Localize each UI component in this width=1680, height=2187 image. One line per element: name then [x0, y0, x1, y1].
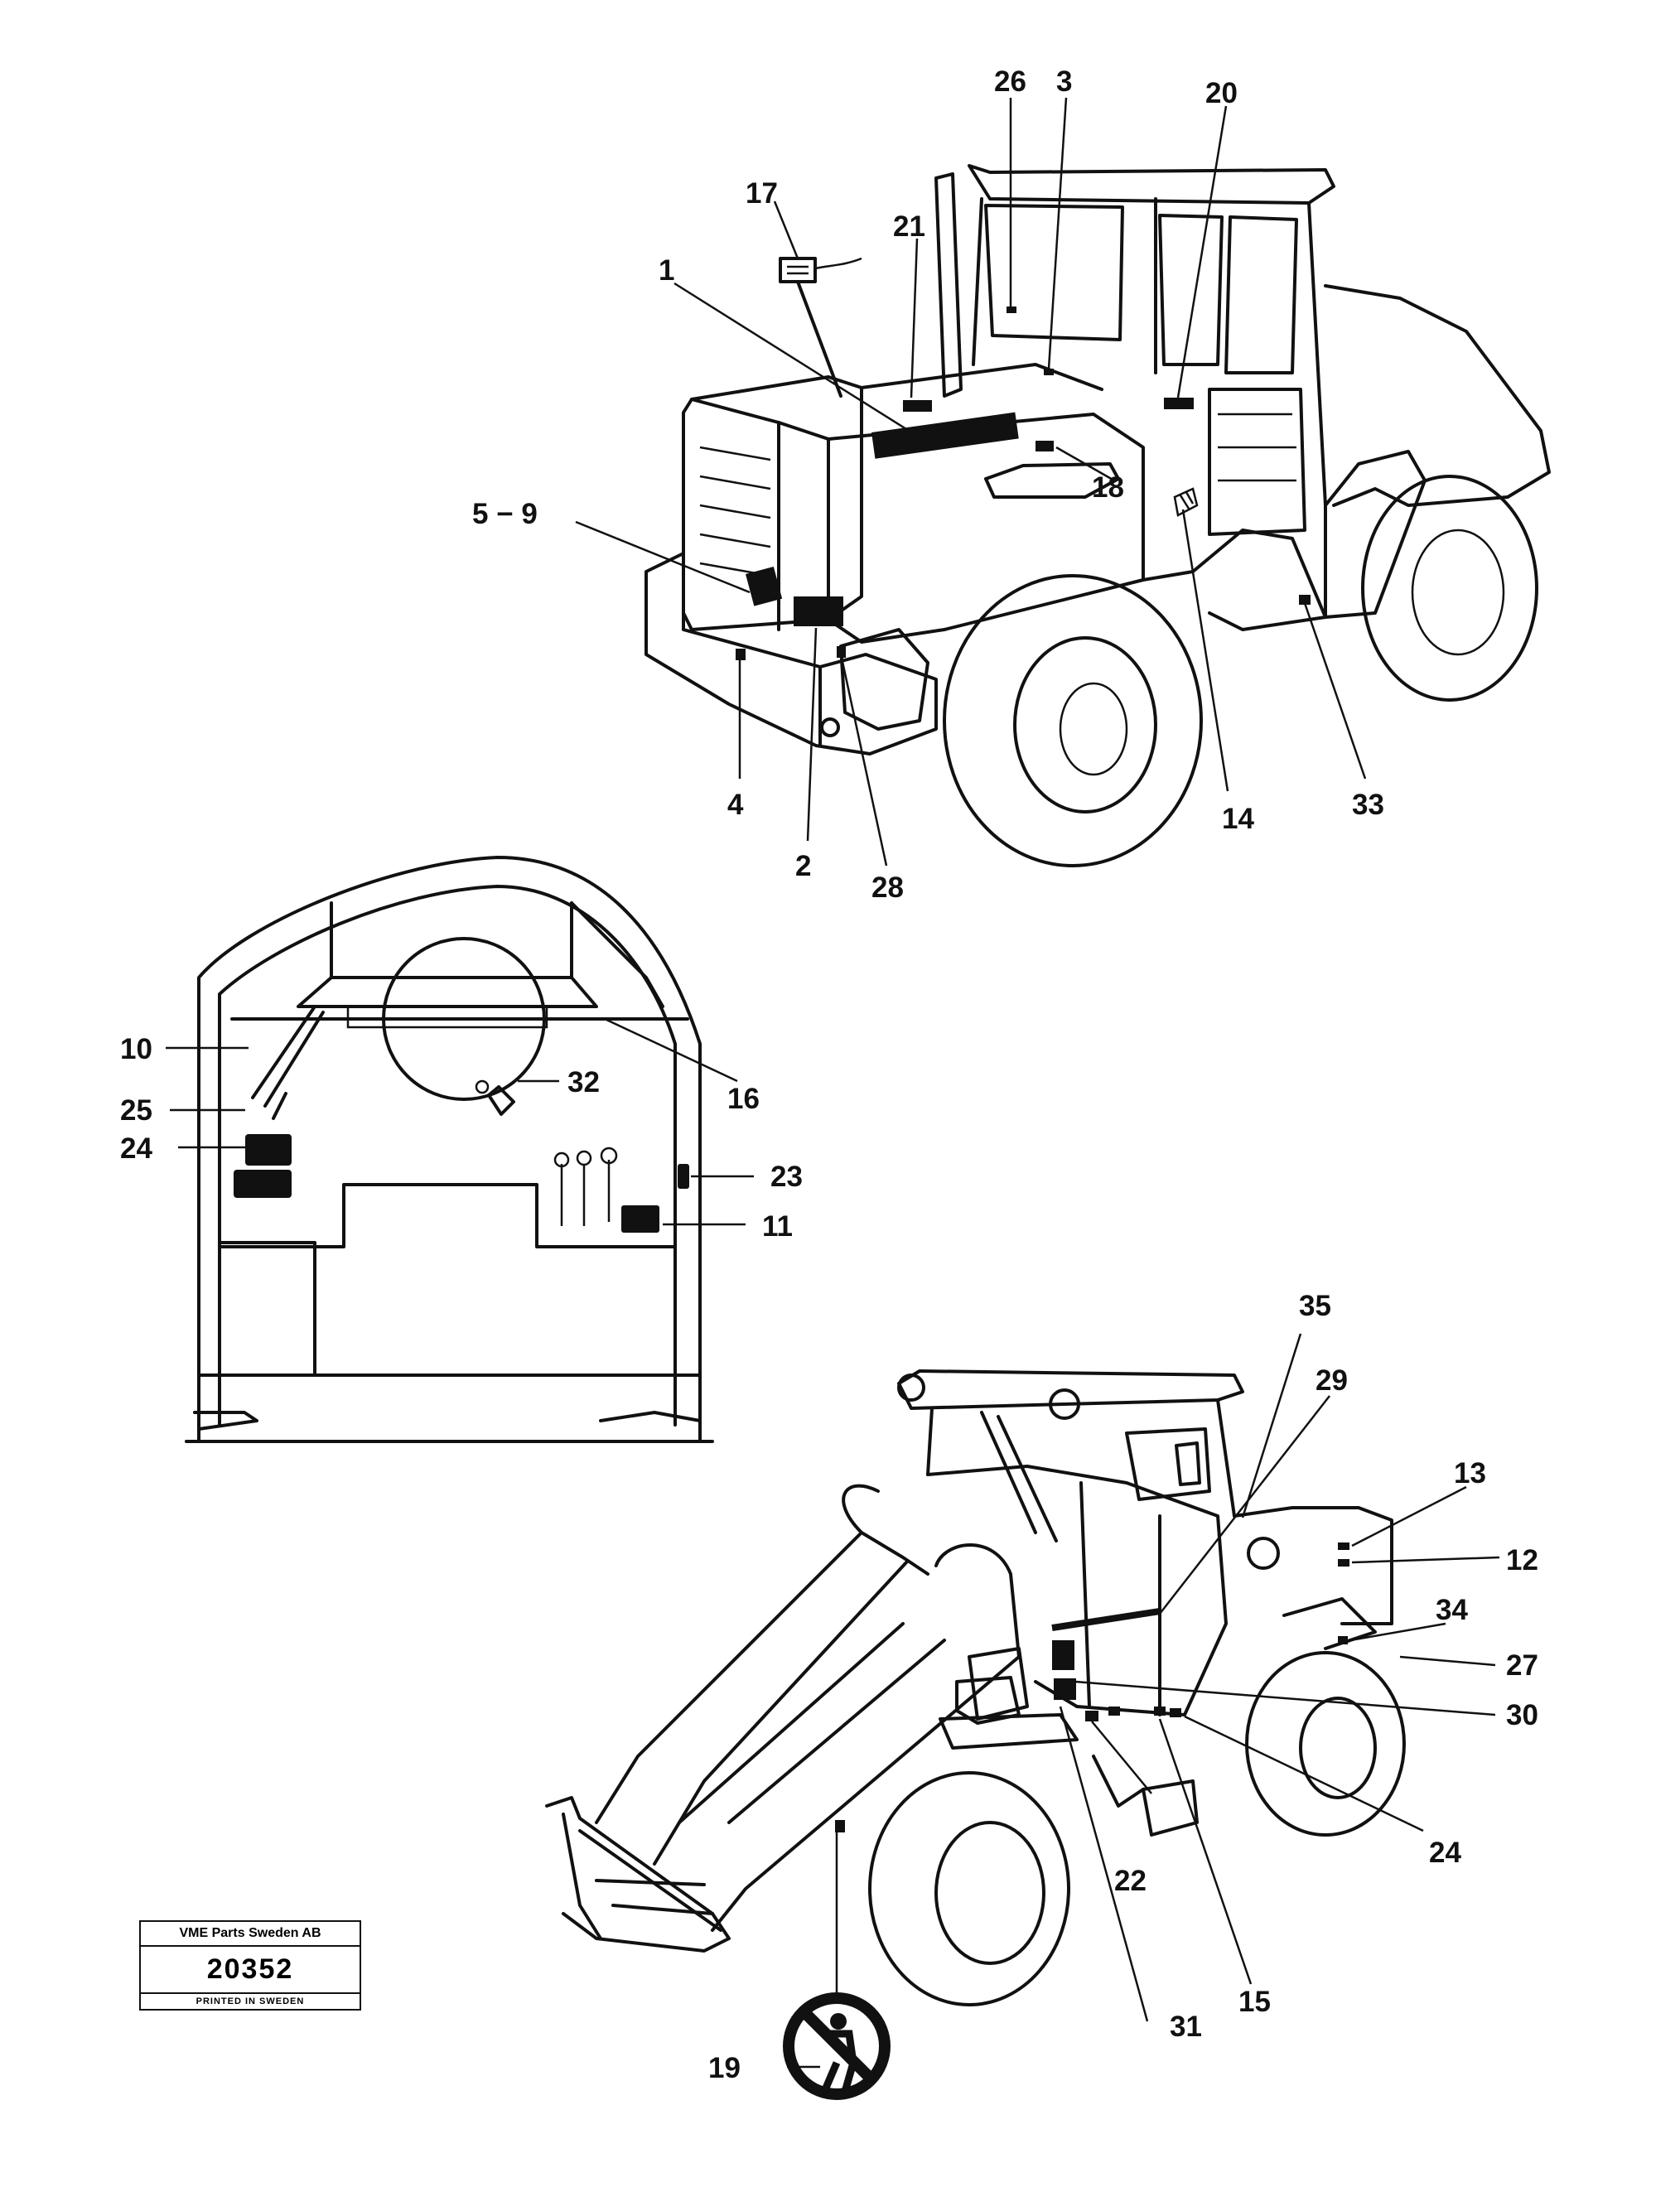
callout-19: 19	[708, 2052, 741, 2084]
callout-13: 13	[1454, 1457, 1486, 1489]
stamp-number: 20352	[141, 1947, 360, 1994]
callout-31: 31	[1170, 2011, 1202, 2043]
callout-21: 21	[893, 210, 925, 243]
stamp-printed: PRINTED IN SWEDEN	[196, 1996, 305, 2006]
callout-27: 27	[1506, 1649, 1538, 1682]
callout-5-9: 5 − 9	[472, 498, 538, 530]
callout-28: 28	[871, 871, 904, 904]
callout-2: 2	[795, 850, 811, 882]
callout-32: 32	[567, 1066, 600, 1098]
callout-33: 33	[1352, 789, 1384, 821]
callout-25: 25	[120, 1094, 152, 1127]
cab-interior-view: 10 32 16 25 24 23 11	[120, 856, 803, 1443]
callout-10: 10	[120, 1033, 152, 1065]
callout-20: 20	[1205, 77, 1238, 109]
callout-1: 1	[659, 254, 674, 287]
callout-34: 34	[1436, 1594, 1468, 1626]
callout-24-front: 24	[1429, 1837, 1461, 1869]
callout-26: 26	[994, 65, 1026, 98]
callout-22: 22	[1114, 1865, 1147, 1897]
callout-16: 16	[727, 1083, 760, 1115]
callout-29: 29	[1316, 1364, 1348, 1397]
callout-3: 3	[1056, 65, 1072, 98]
callout-14: 14	[1222, 803, 1254, 835]
callout-12: 12	[1506, 1544, 1538, 1576]
loader-rear-view: 26 3 20 17 21 1 18 5 − 9 4 2 28 14 33	[472, 65, 1551, 904]
callout-18: 18	[1092, 471, 1124, 504]
callout-24-cab: 24	[120, 1132, 152, 1165]
callout-4: 4	[727, 789, 744, 821]
callout-17: 17	[746, 177, 778, 210]
callout-30: 30	[1506, 1699, 1538, 1731]
loader-front-view: 35 29 13 12 34 27 30 24 22 15 31 19	[545, 1290, 1538, 2100]
callout-35: 35	[1299, 1290, 1331, 1322]
callout-11: 11	[762, 1210, 793, 1243]
callout-23: 23	[770, 1161, 803, 1193]
stamp-company: VME Parts Sweden AB	[141, 1922, 360, 1947]
publisher-stamp: VME Parts Sweden AB 20352 PRINTED IN SWE…	[139, 1920, 361, 2011]
callout-15: 15	[1238, 1986, 1271, 2018]
